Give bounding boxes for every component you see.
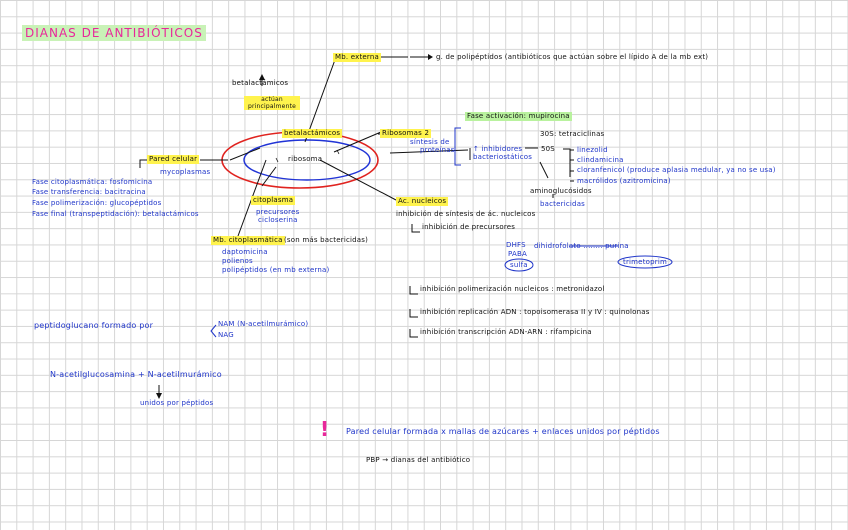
- s50-item: macrólidos (azitromicina): [577, 177, 671, 186]
- pbp-label: PBP → dianas del antibiótico: [366, 456, 470, 465]
- acnuc-label: Ac. nucleicos: [396, 197, 448, 206]
- ribosomas-label: Ribosomas 2: [380, 129, 431, 138]
- dhfs-label: DHFS: [506, 241, 526, 250]
- pared-label: Pared celular: [147, 155, 199, 164]
- acnuc-prec: inhibición de precursores: [422, 223, 515, 232]
- nam-label: NAM (N-acetilmurámico): [218, 320, 308, 329]
- mb-cito-note: (son más bactericidas): [284, 236, 368, 245]
- pared-phase: Fase polimerización: glucopéptidos: [32, 199, 162, 208]
- paba-label: PABA: [508, 250, 527, 259]
- pared-phase: Fase transferencia: bacitracina: [32, 188, 146, 197]
- mb-externa-desc: g. de polipéptidos (antibióticos que act…: [436, 53, 708, 62]
- pared-sub: mycoplasmas: [160, 168, 210, 177]
- bactericidas: bactericidas: [540, 200, 585, 209]
- sulfa-label: sulfa: [510, 261, 528, 270]
- s30-label: 30S: tetraciclinas: [540, 130, 604, 139]
- acnuc-desc: inhibición de síntesis de ác. nucleicos: [396, 210, 535, 219]
- aminoglucosidos: aminoglucósidos: [530, 187, 592, 196]
- peptido-lead: peptidoglucano formado por: [34, 321, 153, 330]
- s50-label: 50S: [541, 145, 555, 154]
- actuan-label: actúan principalmente: [244, 96, 300, 110]
- nag-label: NAG: [218, 331, 234, 340]
- betalactamicos-top: betalactámicos: [232, 79, 288, 88]
- fase-activacion: Fase activación: mupirocina: [465, 112, 572, 121]
- mb-cito-label: Mb. citoplasmática: [211, 236, 285, 245]
- inhibidores-b: bacteriostáticos: [473, 153, 532, 162]
- dhfr-label: dihidrofolato ........ purina: [534, 242, 629, 251]
- nag-line: N-acetilglucosamina + N-acetilmurámico: [50, 370, 222, 379]
- ribosomas-sub2: proteínas: [420, 146, 455, 155]
- cell-wall-label: betalactámicos: [282, 129, 342, 138]
- mb-externa-label: Mb. externa: [333, 53, 381, 62]
- exclamation-icon: !: [320, 419, 329, 439]
- s50-item: cloranfenicol (produce aplasia medular, …: [577, 166, 776, 175]
- acnuc-row: inhibición polimerización nucleicos : me…: [420, 285, 605, 294]
- pared-phase: Fase citoplasmática: fosfomicina: [32, 178, 152, 187]
- acnuc-row: inhibición transcripción ADN-ARN : rifam…: [420, 328, 592, 337]
- union-label: unidos por péptidos: [140, 399, 213, 408]
- ribosome-inner-label: ribosoma: [288, 155, 322, 164]
- mb-cito-item: daptomicina: [222, 248, 268, 257]
- trimetoprim-label: trimetoprim: [623, 258, 667, 267]
- mb-cito-item: polienos: [222, 257, 253, 266]
- acnuc-row: inhibición replicación ADN : topoisomera…: [420, 308, 650, 317]
- nota-text: Pared celular formada x mallas de azúcar…: [346, 427, 660, 436]
- s50-item: clindamicina: [577, 156, 624, 165]
- pared-phase: Fase final (transpeptidación): betalactá…: [32, 210, 199, 219]
- mb-cito-item: polipéptidos (en mb externa): [222, 266, 329, 275]
- s50-item: linezolid: [577, 146, 608, 155]
- citoplasma-label: citoplasma: [251, 196, 295, 205]
- citoplasma-sub2: cicloserina: [258, 216, 298, 225]
